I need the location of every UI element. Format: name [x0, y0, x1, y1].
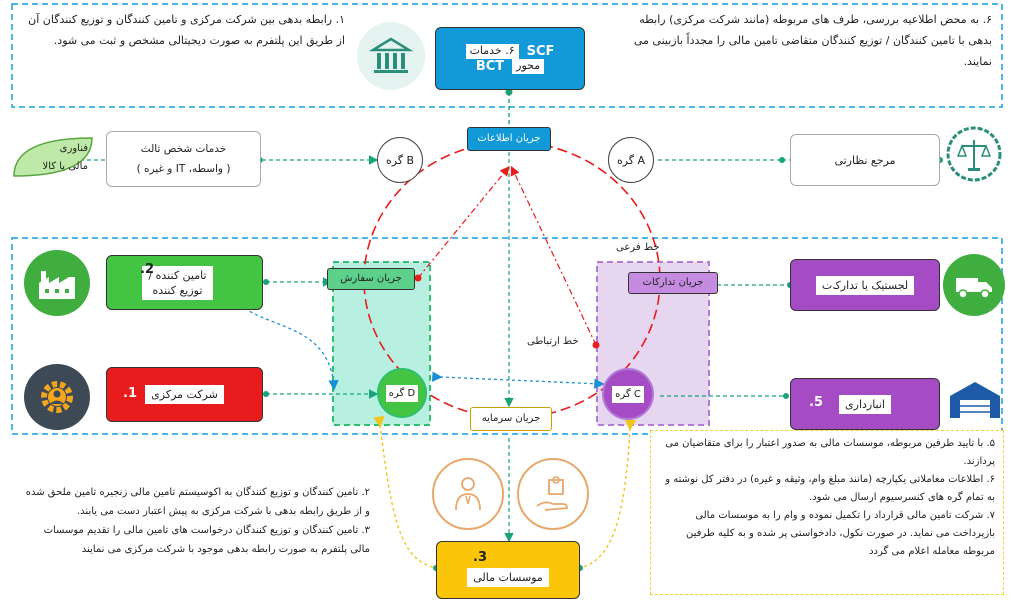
scf-services-label: ۶. خدمات	[465, 43, 519, 59]
note-steps-5-7: ۵. با تایید طرفین مربوطه، موسسات مالی به…	[650, 430, 1004, 595]
note-step-5-text: ۵. با تایید طرفین مربوطه، موسسات مالی به…	[665, 438, 995, 467]
note-step-6: ۶. به محض اطلاعیه بررسی، طرف های مربوطه …	[604, 5, 1000, 105]
info-flow-tag: جریان اطلاعات	[467, 127, 551, 151]
comm-line-label: خط ارتباطی	[527, 336, 579, 347]
warehouse-label: انبارداری	[839, 394, 891, 414]
info-flow-label: جریان اطلاعات	[477, 133, 541, 144]
supplier-line-2: توزیع کننده	[152, 283, 203, 297]
group-a-node: A گره	[608, 137, 654, 183]
fintech-line-2: مالی یا کالا	[42, 161, 88, 172]
regulator-box: مرجع نظارتی	[790, 134, 940, 186]
sub-line-label: خط فرعی	[616, 242, 660, 253]
financial-institutions-box: 3. موسسات مالی	[436, 541, 580, 599]
scales-icon	[944, 124, 1004, 184]
third-party-services-box: خدمات شخص ثالث ( واسطه، IT و غیره )	[106, 131, 261, 187]
factory-icon	[24, 250, 90, 316]
procurement-flow-tag: جریان تدارکات	[628, 272, 718, 294]
note-step-1: ۱. رابطه بدهی بین شرکت مرکزی و تامین کنن…	[13, 5, 353, 105]
bct-label: BCT	[475, 58, 505, 74]
group-d-node: D گره	[377, 368, 427, 418]
order-flow-tag: جریان سفارش	[327, 268, 415, 290]
note-step-7-text: ۷. شرکت تامین مالی قرارداد را تکمیل نمود…	[685, 510, 995, 557]
note-step-3-text: ۳. تامین کنندگان و توزیع کنندگان درخواست…	[43, 525, 370, 555]
financial-inst-label: موسسات مالی	[467, 567, 549, 587]
warehouse-icon	[946, 378, 1004, 422]
group-b-label: B گره	[385, 153, 415, 167]
supplier-label: تامین کننده / توزیع کننده	[142, 265, 213, 300]
note-steps-2-3: ۲. تامین کنندگان و توزیع کنندگان به اکوس…	[14, 480, 376, 604]
investor-icon	[432, 458, 504, 530]
central-company-box: 1. شرکت مرکزی	[106, 367, 263, 422]
group-d-label: D گره	[385, 384, 419, 402]
third-party-title: خدمات شخص ثالث	[140, 143, 227, 155]
fintech-leaf	[8, 132, 98, 186]
bank-icon	[357, 22, 425, 90]
note-step-2-text: ۲. تامین کنندگان و توزیع کنندگان به اکوس…	[25, 487, 370, 517]
regulator-label: مرجع نظارتی	[834, 153, 896, 167]
supplier-number: 2.	[140, 262, 154, 277]
scf-services-box: SCF ۶. خدمات محور BCT	[435, 27, 585, 90]
logistics-box: 4. لجستیک یا تدارکات	[790, 259, 940, 311]
order-flow-label: جریان سفارش	[340, 273, 402, 284]
capital-flow-label: جریان سرمایه	[481, 413, 541, 424]
central-company-label: شرکت مرکزی	[145, 385, 224, 404]
note-step-1-text: ۱. رابطه بدهی بین شرکت مرکزی و تامین کنن…	[28, 13, 345, 47]
puzzle-hand-icon	[517, 458, 589, 530]
supplier-distributor-box: 2. تامین کننده / توزیع کننده	[106, 255, 263, 310]
group-b-node: B گره	[377, 137, 423, 183]
group-c-label: C گره	[612, 385, 644, 403]
gear-person-icon	[24, 364, 90, 430]
procurement-flow-label: جریان تدارکات	[642, 277, 704, 288]
note-step-6-text: ۶. به محض اطلاعیه بررسی، طرف های مربوطه …	[633, 13, 992, 68]
central-company-number: 1.	[123, 386, 137, 401]
financial-inst-number: 3.	[473, 550, 487, 565]
fintech-line-1: فناوری	[59, 143, 88, 154]
group-a-label: A گره	[616, 153, 646, 167]
logistics-label: لجستیک یا تدارکات	[815, 275, 915, 295]
warehouse-number: 5.	[809, 395, 823, 410]
recycle-truck-icon	[943, 254, 1005, 316]
scf-based-label: محور	[512, 58, 545, 74]
supplier-line-1: تامین کننده /	[148, 268, 207, 282]
scf-label: SCF	[526, 43, 555, 59]
group-c-node: C گره	[602, 368, 654, 420]
third-party-subtitle: ( واسطه، IT و غیره )	[136, 163, 231, 175]
capital-flow-tag: جریان سرمایه	[470, 407, 552, 431]
warehouse-box: 5. انبارداری	[790, 378, 940, 430]
note-step-6b-text: ۶. اطلاعات معاملاتی یکپارچه (مانند مبلغ …	[665, 474, 995, 503]
logistics-number: 4.	[823, 276, 837, 291]
fintech-label: فناوری مالی یا کالا	[30, 140, 88, 176]
